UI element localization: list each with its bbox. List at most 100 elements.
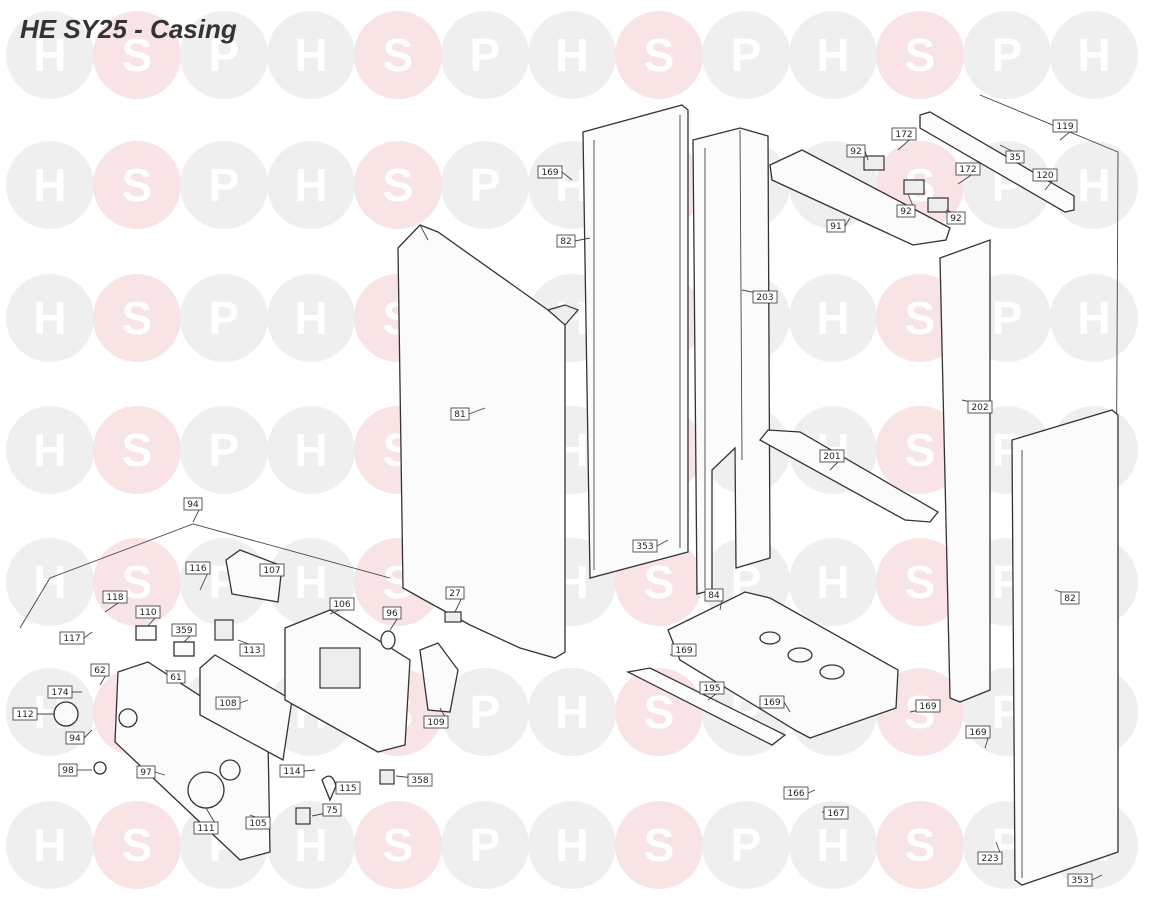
watermark-letter: H — [294, 292, 327, 344]
callout-label: 75 — [326, 806, 337, 816]
watermark-circle — [528, 801, 616, 889]
callout-112: 112 — [12, 707, 55, 721]
callout-leader — [154, 771, 166, 776]
callout-box — [819, 449, 845, 463]
callout-109: 109 — [423, 707, 449, 729]
callout-box — [759, 695, 785, 709]
callout-label: 94 — [187, 500, 199, 510]
watermark-letter: P — [209, 292, 240, 344]
watermark-letter: S — [905, 556, 936, 608]
callout-167: 167 — [821, 806, 849, 820]
callout-label: 169 — [541, 168, 558, 178]
callout-label: 201 — [823, 452, 840, 462]
watermark-circle — [6, 801, 94, 889]
column-202 — [939, 239, 991, 703]
callout-leader — [656, 539, 669, 547]
callout-box — [166, 670, 186, 684]
callout-27: 27 — [445, 586, 465, 613]
callout-leader — [468, 407, 486, 415]
callout-169: 169 — [909, 699, 941, 713]
callout-label: 96 — [386, 609, 398, 619]
watermark-circle — [876, 538, 964, 626]
callout-leader — [807, 789, 816, 794]
diagram-title: HE SY25 - Casing — [20, 14, 237, 44]
gasket-109 — [419, 642, 459, 713]
callout-81: 81 — [450, 407, 486, 421]
callout-box — [102, 590, 128, 604]
callout-117: 117 — [59, 631, 93, 645]
watermark-circle — [180, 274, 268, 362]
callout-box — [1005, 150, 1025, 164]
callout-box — [1060, 591, 1080, 605]
callout-box — [90, 663, 110, 677]
callout-label: 116 — [189, 564, 206, 574]
callout-92: 92 — [846, 144, 869, 161]
callout-leader — [1091, 874, 1103, 881]
callout-label: 98 — [62, 766, 74, 776]
watermark-letter: H — [1077, 159, 1110, 211]
callout-label: 105 — [249, 819, 266, 829]
callout-label: 92 — [900, 207, 911, 217]
callout-label: 35 — [1009, 153, 1020, 163]
callout-label: 203 — [756, 293, 773, 303]
watermark-circle — [441, 668, 529, 756]
callout-61: 61 — [164, 669, 186, 684]
watermark-letter: P — [992, 292, 1023, 344]
callout-label: 109 — [427, 718, 444, 728]
watermark-circle — [267, 11, 355, 99]
watermark-circle — [876, 11, 964, 99]
callout-label: 108 — [219, 699, 236, 709]
callout-353: 353 — [632, 539, 669, 553]
callout-358: 358 — [395, 773, 433, 787]
watermark-circle — [789, 274, 877, 362]
callout-box — [915, 699, 941, 713]
callout-box — [1067, 873, 1093, 887]
callout-box — [704, 588, 724, 602]
watermark-letter: P — [731, 29, 762, 81]
callout-box — [1052, 119, 1078, 133]
callout-layer: 1698281353203921729217292913511912020220… — [12, 119, 1103, 887]
callout-97: 97 — [136, 765, 166, 779]
callout-box — [450, 407, 470, 421]
watermark-letter: H — [816, 29, 849, 81]
housing-106 — [284, 609, 411, 753]
column-203 — [692, 127, 771, 595]
watermark-circle — [615, 801, 703, 889]
watermark-letter: S — [905, 819, 936, 871]
small-parts — [53, 619, 396, 825]
watermark-letter: P — [992, 29, 1023, 81]
watermark-letter: H — [33, 556, 66, 608]
watermark-letter: H — [1077, 292, 1110, 344]
watermark-circle — [6, 11, 94, 99]
callout-box — [185, 561, 211, 575]
callout-box — [135, 605, 161, 619]
callout-label: 92 — [850, 147, 861, 157]
callout-label: 110 — [139, 608, 156, 618]
callout-label: 167 — [827, 809, 844, 819]
watermark-letter: H — [555, 29, 588, 81]
watermark-letter: S — [905, 29, 936, 81]
callout-box — [632, 539, 658, 553]
watermark-circle — [93, 801, 181, 889]
callout-box — [259, 563, 285, 577]
bottom-tray-84 — [667, 591, 899, 739]
callout-169: 169 — [537, 165, 573, 181]
callout-92: 92 — [945, 209, 966, 225]
watermark-letter: H — [33, 424, 66, 476]
watermark-circle — [267, 274, 355, 362]
watermark-letter: S — [644, 819, 675, 871]
side-panel-82-left — [582, 104, 689, 579]
callout-box — [537, 165, 563, 179]
watermark-letter: S — [122, 424, 153, 476]
callout-108: 108 — [215, 696, 249, 710]
callout-label: 91 — [830, 222, 841, 232]
watermark-letter: S — [644, 29, 675, 81]
callout-106: 106 — [329, 597, 355, 615]
callout-box — [382, 606, 402, 620]
watermark-letter: S — [644, 686, 675, 738]
callout-leader — [239, 699, 249, 704]
callout-box — [193, 821, 219, 835]
callout-96: 96 — [382, 606, 402, 631]
callout-box — [752, 290, 778, 304]
